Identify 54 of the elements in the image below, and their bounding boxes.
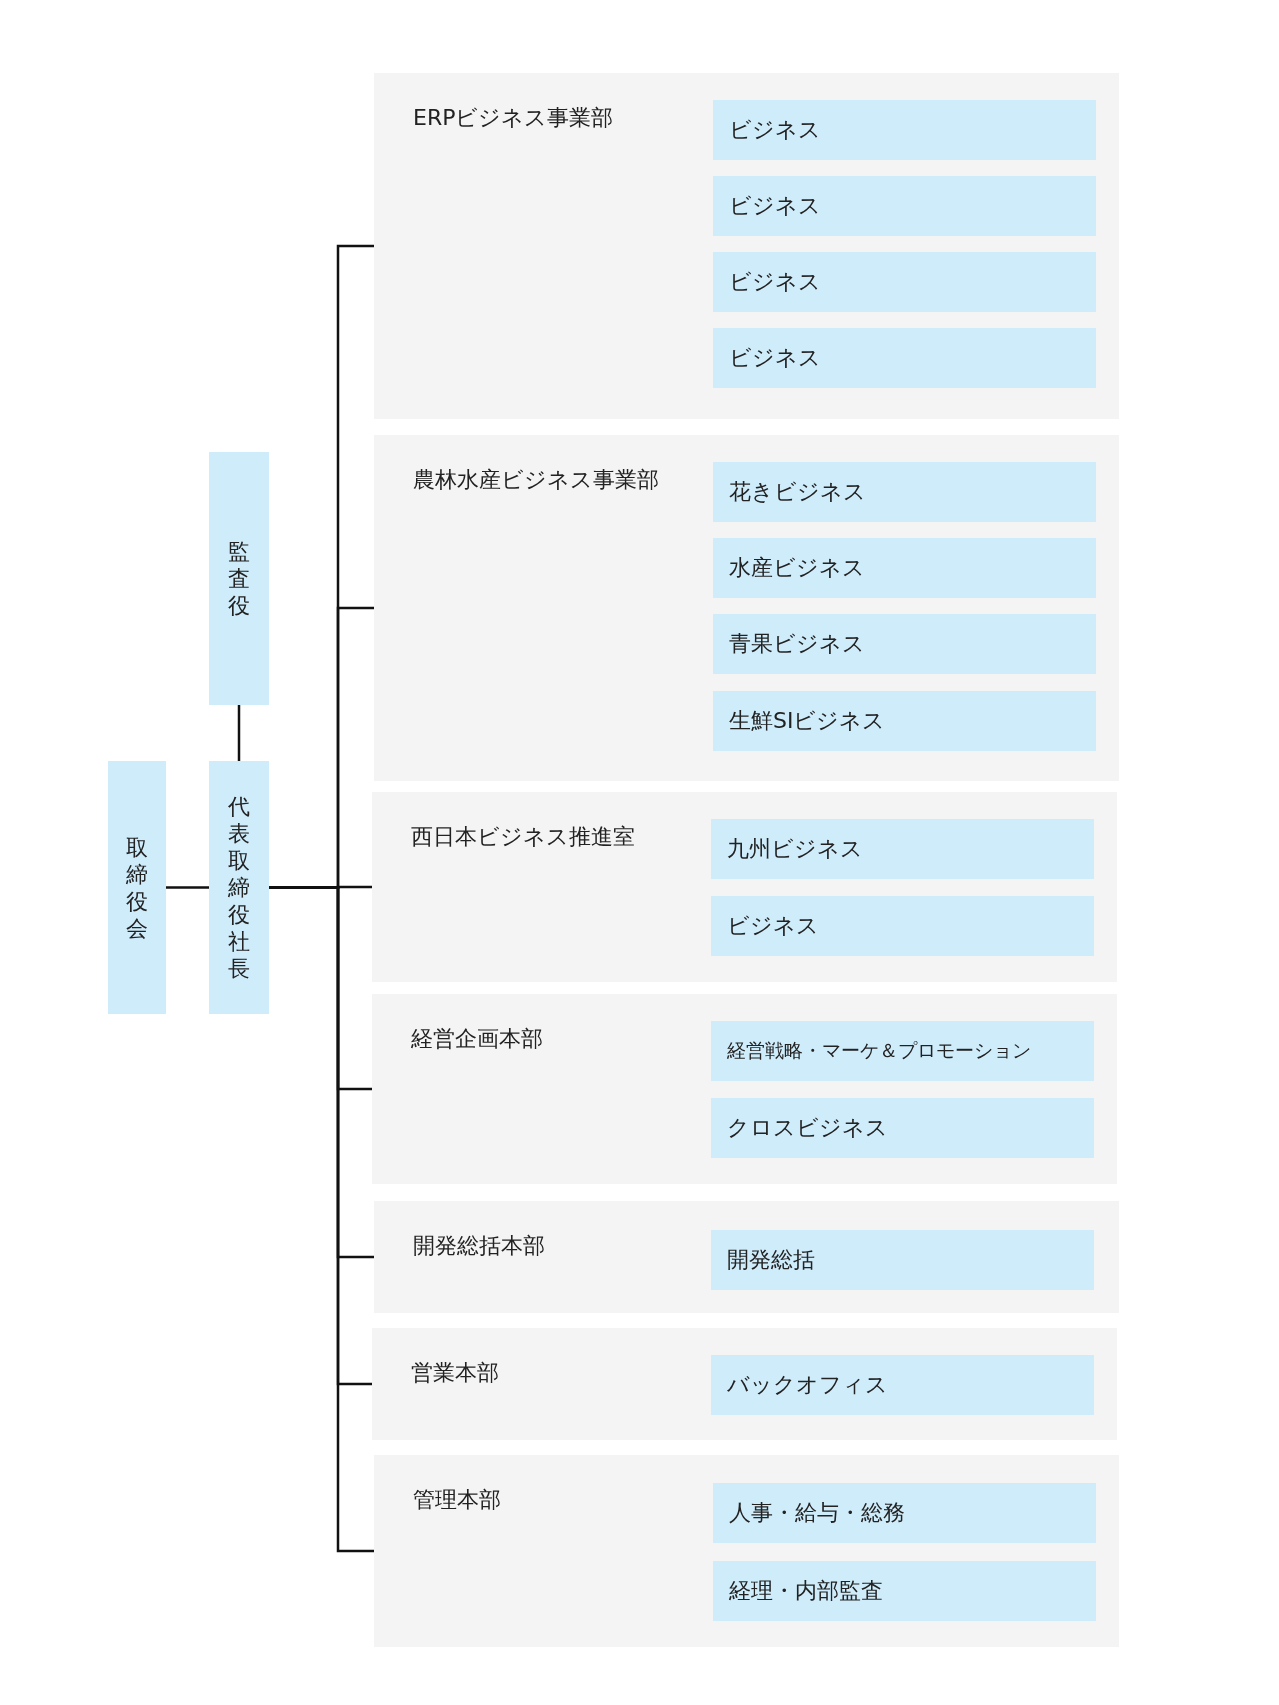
unit-box <box>711 896 1094 956</box>
unit-box <box>713 462 1096 522</box>
department-title: 農林水産ビジネス事業部 <box>413 466 659 494</box>
unit-label: 開発総括 <box>727 1246 815 1274</box>
unit-label: 水産ビジネス <box>729 554 865 582</box>
unit-label: ビジネス <box>729 268 821 296</box>
connector-line <box>166 886 209 889</box>
connector-line <box>237 705 241 761</box>
unit-box <box>713 691 1096 751</box>
unit-label: 花きビジネス <box>729 478 866 506</box>
unit-label: 経営戦略・マーケ＆プロモーション <box>727 1038 1031 1063</box>
department-title: 経営企画本部 <box>411 1025 543 1053</box>
unit-box <box>711 1230 1094 1290</box>
unit-box <box>711 1355 1094 1415</box>
department-panel <box>374 73 1119 419</box>
unit-box <box>713 1483 1096 1543</box>
unit-label: ビジネス <box>729 116 821 144</box>
department-panel <box>372 792 1117 982</box>
position-label: 監査役 <box>227 538 251 619</box>
department-panel <box>372 1328 1117 1440</box>
unit-label: バックオフィス <box>727 1371 888 1399</box>
unit-label: 経理・内部監査 <box>729 1577 883 1605</box>
unit-box <box>713 614 1096 674</box>
position-box <box>209 452 269 705</box>
unit-box <box>711 819 1094 879</box>
unit-box <box>713 252 1096 312</box>
department-panel <box>374 1455 1119 1647</box>
unit-box <box>713 176 1096 236</box>
department-title: 営業本部 <box>411 1359 499 1387</box>
department-panel <box>374 1201 1119 1313</box>
unit-box <box>711 1021 1094 1081</box>
department-title: 西日本ビジネス推進室 <box>411 823 635 851</box>
unit-box <box>713 538 1096 598</box>
unit-box <box>713 100 1096 160</box>
unit-label: 青果ビジネス <box>729 630 865 658</box>
department-title: ERPビジネス事業部 <box>413 104 614 132</box>
unit-label: 九州ビジネス <box>727 835 863 863</box>
position-box <box>108 761 166 1014</box>
position-box <box>209 761 269 1014</box>
department-title: 管理本部 <box>413 1486 501 1514</box>
unit-box <box>713 328 1096 388</box>
unit-label: ビジネス <box>729 344 821 372</box>
unit-label: ビジネス <box>729 192 821 220</box>
unit-box <box>713 1561 1096 1621</box>
position-label: 代表取締役社長 <box>227 793 251 982</box>
department-title: 開発総括本部 <box>413 1232 545 1260</box>
department-panel <box>374 435 1119 781</box>
unit-label: ビジネス <box>727 912 819 940</box>
unit-label: 人事・給与・総務 <box>729 1499 905 1527</box>
unit-box <box>711 1098 1094 1158</box>
position-label: 取締役会 <box>125 833 149 942</box>
unit-label: クロスビジネス <box>727 1114 888 1142</box>
department-panel <box>372 994 1117 1184</box>
unit-label: 生鮮SIビジネス <box>729 707 886 735</box>
